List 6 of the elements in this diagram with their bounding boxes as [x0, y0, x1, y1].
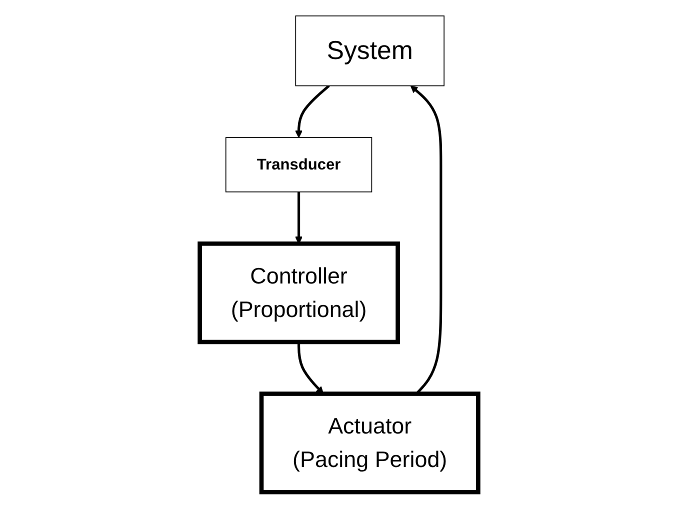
node-box: System: [295, 15, 444, 86]
node-box: Actuator (Pacing Period): [259, 392, 480, 494]
node-box: Controller (Proportional): [198, 242, 400, 344]
node-box: Transducer: [225, 137, 372, 192]
arrow: [295, 84, 330, 138]
arrow: [295, 192, 303, 244]
